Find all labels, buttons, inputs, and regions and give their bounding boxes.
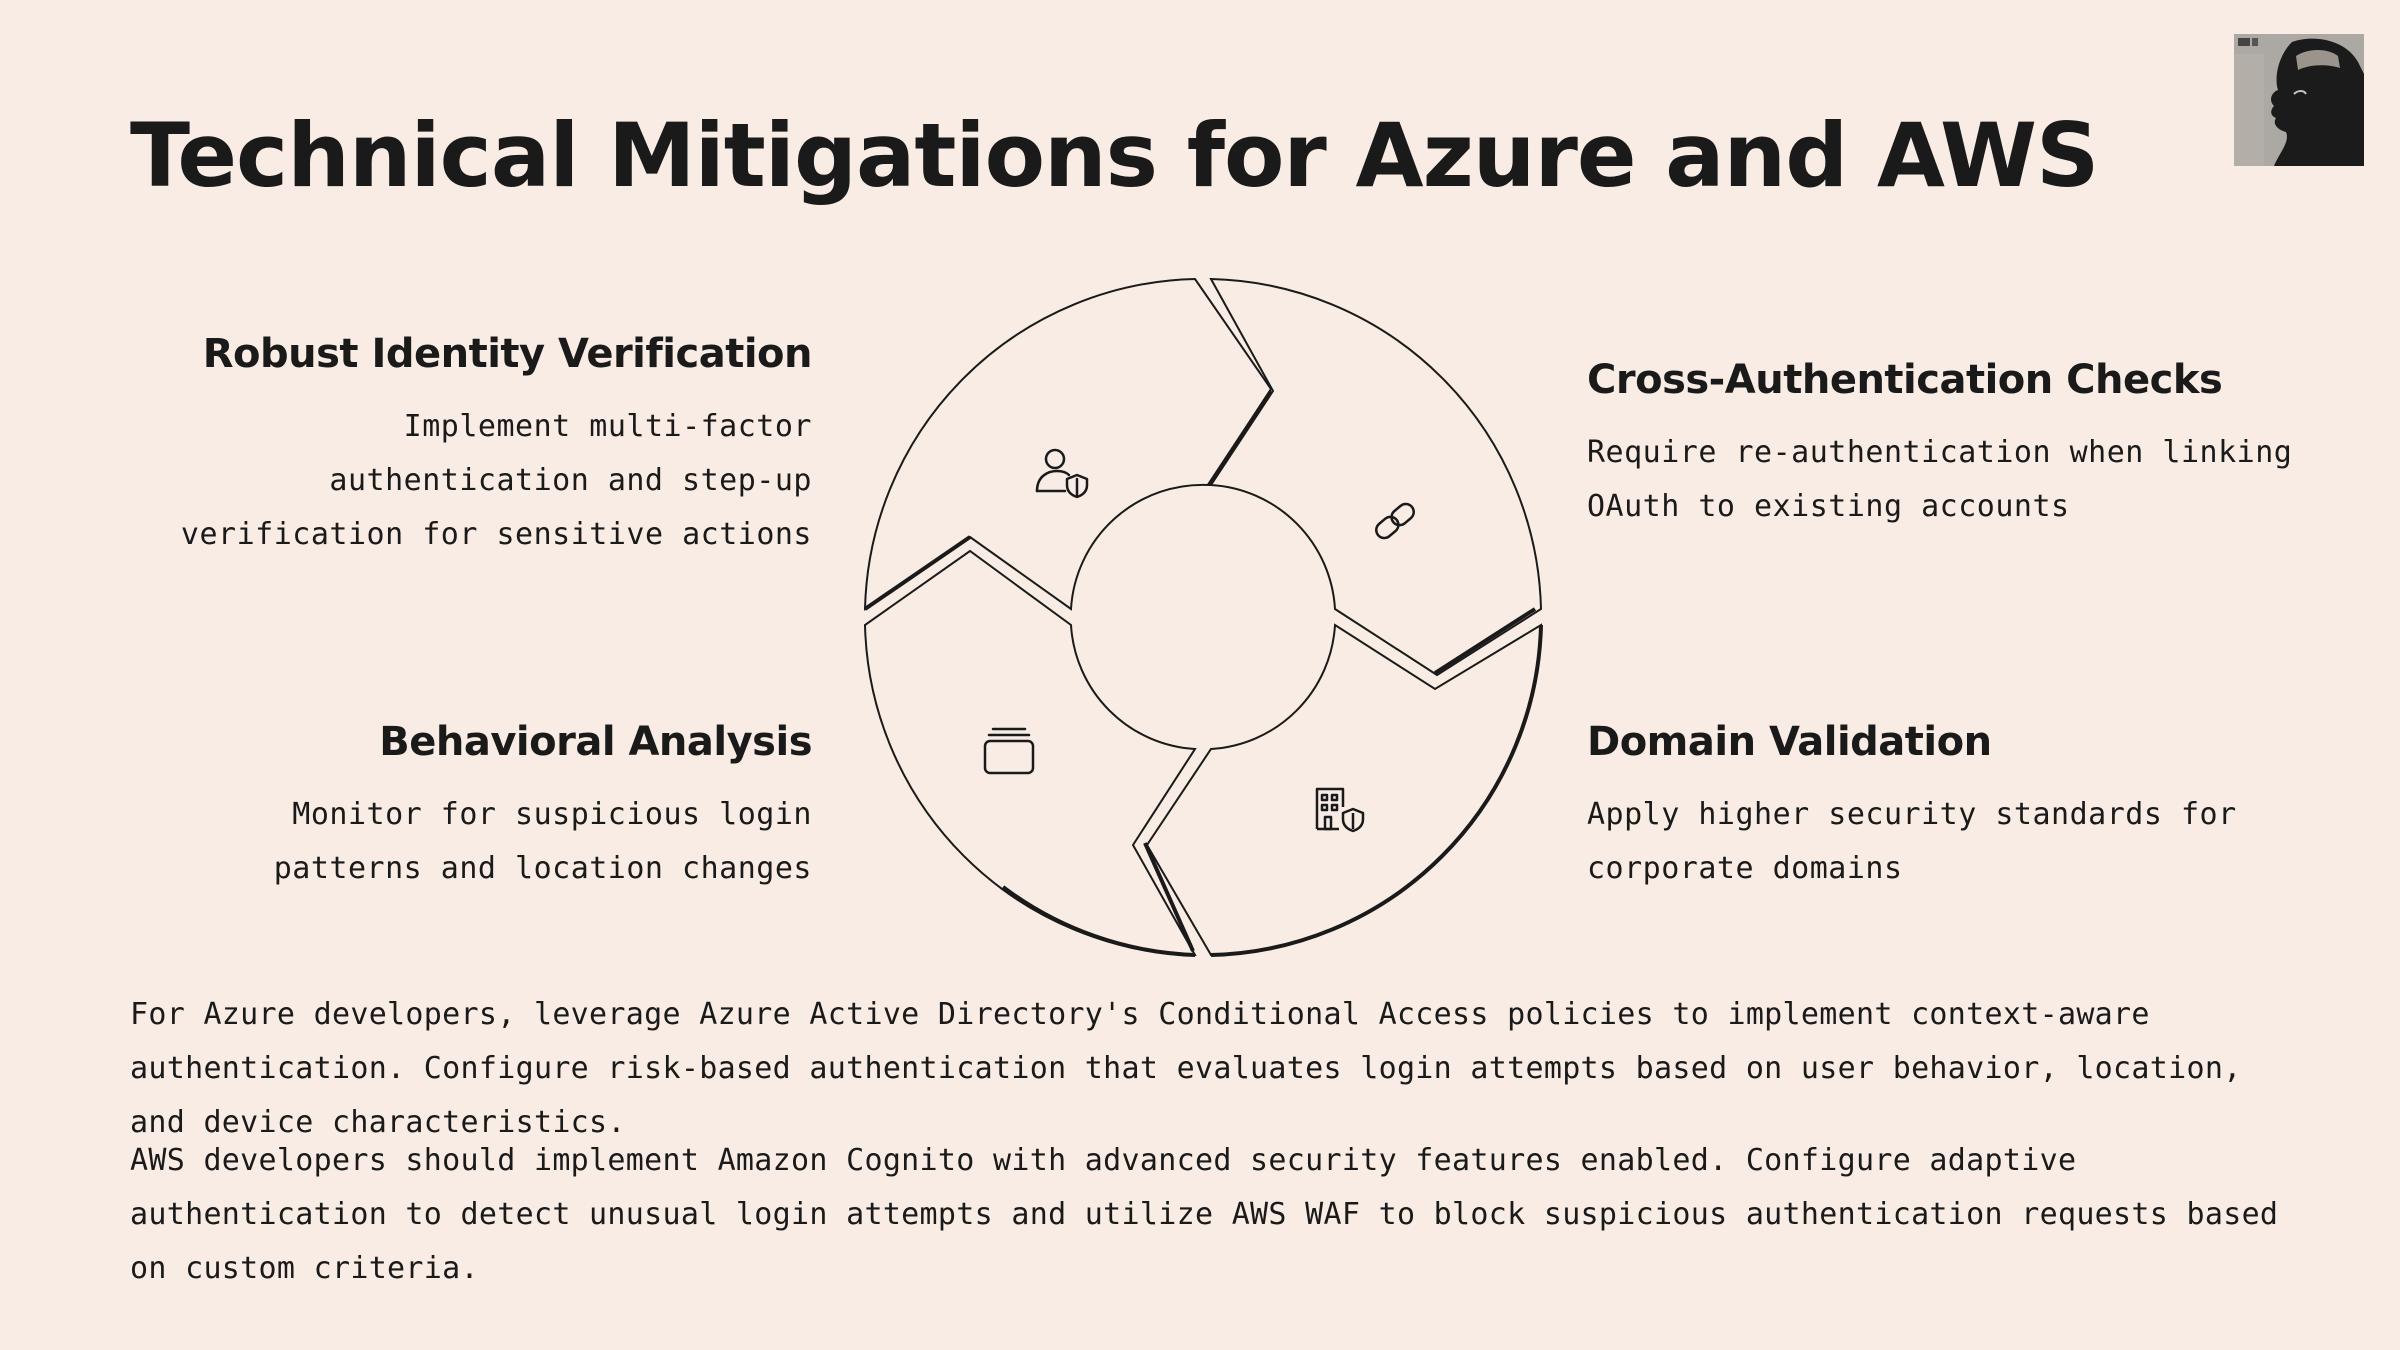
card-cross-authentication-checks: Cross-Authentication Checks Require re-a… [1587, 356, 2307, 534]
user-shield-icon [1035, 448, 1089, 499]
card-behavioral-analysis: Behavioral Analysis Monitor for suspicio… [140, 718, 813, 896]
card-description: Monitor for suspicious login patterns an… [273, 797, 812, 886]
cycle-diagram [863, 277, 1543, 957]
card-robust-identity-verification: Robust Identity Verification Implement m… [140, 330, 813, 562]
card-domain-validation: Domain Validation Apply higher security … [1587, 718, 2307, 896]
card-heading: Robust Identity Verification [202, 331, 813, 377]
azure-paragraph: For Azure developers, leverage Azure Act… [130, 997, 2242, 1140]
stacked-cards-icon [983, 727, 1035, 775]
card-heading: Domain Validation [1587, 719, 1992, 765]
card-description: Apply higher security standards for corp… [1587, 797, 2237, 886]
cycle-segment-cross-auth [1209, 277, 1543, 677]
cycle-segment-behavioral [863, 549, 1197, 957]
cycle-segment-identity [863, 277, 1273, 611]
card-heading: Behavioral Analysis [379, 719, 812, 765]
aws-paragraph: AWS developers should implement Amazon C… [130, 1143, 2279, 1286]
card-heading: Cross-Authentication Checks [1587, 357, 2223, 403]
link-icon [1375, 502, 1415, 540]
card-description: Require re-authentication when linking O… [1587, 435, 2293, 524]
page-title: Technical Mitigations for Azure and AWS [130, 104, 2099, 207]
building-shield-icon [1315, 787, 1365, 833]
card-description: Implement multi-factor authentication an… [180, 409, 812, 552]
portrait-thumbnail [2234, 34, 2364, 166]
